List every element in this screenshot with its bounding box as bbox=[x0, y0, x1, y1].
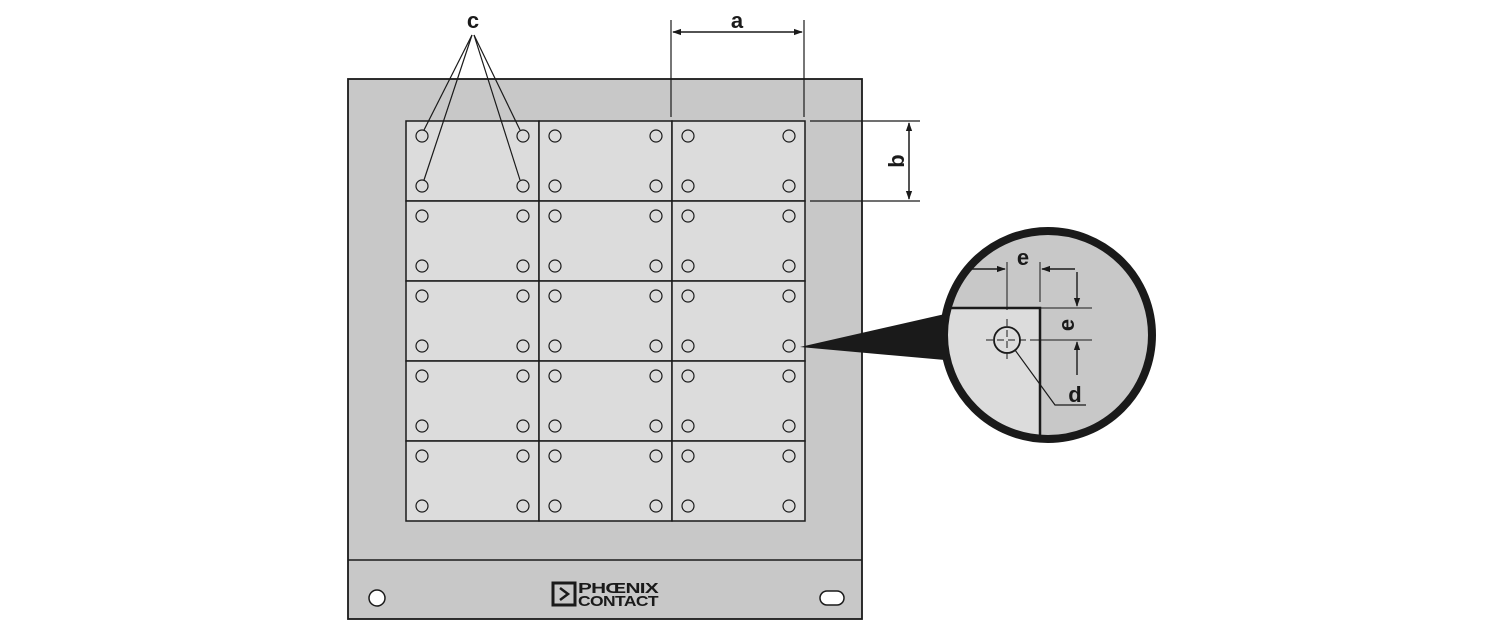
mounting-hole bbox=[516, 209, 530, 223]
mounting-area-cell bbox=[538, 440, 673, 522]
label-a: a bbox=[731, 8, 744, 33]
mounting-hole bbox=[548, 419, 562, 433]
mounting-hole bbox=[649, 369, 663, 383]
mounting-hole bbox=[681, 419, 695, 433]
mounting-hole bbox=[415, 449, 429, 463]
mounting-hole bbox=[782, 129, 796, 143]
mounting-hole bbox=[782, 259, 796, 273]
mounting-hole bbox=[548, 289, 562, 303]
mounting-hole bbox=[649, 209, 663, 223]
mounting-hole bbox=[548, 449, 562, 463]
mounting-hole bbox=[548, 179, 562, 193]
mounting-hole bbox=[548, 129, 562, 143]
mounting-hole bbox=[548, 499, 562, 513]
mounting-area-cell bbox=[671, 440, 806, 522]
mounting-hole bbox=[415, 209, 429, 223]
mounting-area-cell bbox=[405, 360, 540, 442]
logo-line-1: PHŒNIX bbox=[578, 580, 659, 597]
mounting-hole bbox=[548, 259, 562, 273]
detail-magnifier-ring bbox=[940, 227, 1156, 443]
mounting-hole bbox=[548, 369, 562, 383]
mounting-hole bbox=[548, 209, 562, 223]
mounting-hole bbox=[516, 179, 530, 193]
mounting-area-cell bbox=[671, 200, 806, 282]
label-d: d bbox=[1068, 382, 1081, 407]
logo-line-2: CONTACT bbox=[578, 593, 658, 610]
mounting-area-cell bbox=[405, 440, 540, 522]
mounting-hole bbox=[415, 129, 429, 143]
mounting-area-cell bbox=[671, 280, 806, 362]
mounting-area-cell bbox=[405, 120, 540, 202]
mounting-hole bbox=[649, 129, 663, 143]
mounting-hole bbox=[782, 289, 796, 303]
mounting-hole bbox=[782, 369, 796, 383]
mounting-hole bbox=[516, 419, 530, 433]
mounting-hole bbox=[415, 289, 429, 303]
mounting-hole bbox=[681, 449, 695, 463]
logo-emblem-icon bbox=[551, 581, 577, 607]
mounting-hole bbox=[681, 129, 695, 143]
label-c: c bbox=[467, 8, 479, 33]
mounting-hole bbox=[516, 259, 530, 273]
mounting-hole bbox=[415, 369, 429, 383]
mounting-hole bbox=[516, 449, 530, 463]
mounting-area-cell bbox=[405, 200, 540, 282]
phoenix-contact-logo: PHŒNIX CONTACT bbox=[551, 580, 659, 610]
mounting-hole bbox=[415, 259, 429, 273]
mounting-hole bbox=[516, 339, 530, 353]
mounting-hole bbox=[415, 419, 429, 433]
mounting-hole bbox=[649, 179, 663, 193]
mounting-hole bbox=[415, 499, 429, 513]
mounting-hole bbox=[681, 259, 695, 273]
label-e-horizontal: e bbox=[1017, 245, 1029, 270]
mounting-hole bbox=[516, 499, 530, 513]
mounting-hole bbox=[415, 179, 429, 193]
mounting-hole bbox=[681, 289, 695, 303]
mounting-hole bbox=[649, 289, 663, 303]
mounting-hole bbox=[649, 499, 663, 513]
mounting-hole bbox=[681, 179, 695, 193]
mounting-hole bbox=[782, 499, 796, 513]
mounting-hole bbox=[548, 339, 562, 353]
mounting-hole bbox=[516, 289, 530, 303]
mounting-hole bbox=[649, 419, 663, 433]
detail-magnifier: e e d bbox=[940, 227, 1156, 443]
dimension-a: a bbox=[670, 8, 805, 117]
label-b: b bbox=[884, 154, 909, 167]
mounting-area-cell bbox=[538, 200, 673, 282]
mounting-hole bbox=[782, 339, 796, 353]
mounting-hole bbox=[782, 209, 796, 223]
leader-c: c bbox=[423, 8, 521, 181]
mounting-hole bbox=[782, 179, 796, 193]
mounting-area-cell bbox=[405, 280, 540, 362]
mounting-area-cell bbox=[538, 120, 673, 202]
mounting-area-cell bbox=[671, 120, 806, 202]
mounting-hole bbox=[681, 369, 695, 383]
label-e-vertical: e bbox=[1054, 319, 1079, 331]
mounting-grid bbox=[405, 120, 806, 522]
mounting-hole bbox=[649, 449, 663, 463]
mounting-hole bbox=[681, 339, 695, 353]
mounting-hole bbox=[681, 499, 695, 513]
mounting-hole bbox=[782, 449, 796, 463]
mounting-hole bbox=[516, 129, 530, 143]
mounting-hole bbox=[649, 339, 663, 353]
mounting-area-cell bbox=[671, 360, 806, 442]
mounting-hole-round bbox=[368, 589, 386, 607]
mounting-area-cell bbox=[538, 360, 673, 442]
dimension-b: b bbox=[810, 120, 920, 202]
mounting-hole bbox=[782, 419, 796, 433]
mounting-hole bbox=[516, 369, 530, 383]
mounting-slot-oblong bbox=[819, 590, 845, 606]
mounting-hole bbox=[681, 209, 695, 223]
mounting-hole bbox=[415, 339, 429, 353]
callout-pointer bbox=[800, 314, 945, 360]
mounting-area-cell bbox=[538, 280, 673, 362]
mounting-hole bbox=[649, 259, 663, 273]
